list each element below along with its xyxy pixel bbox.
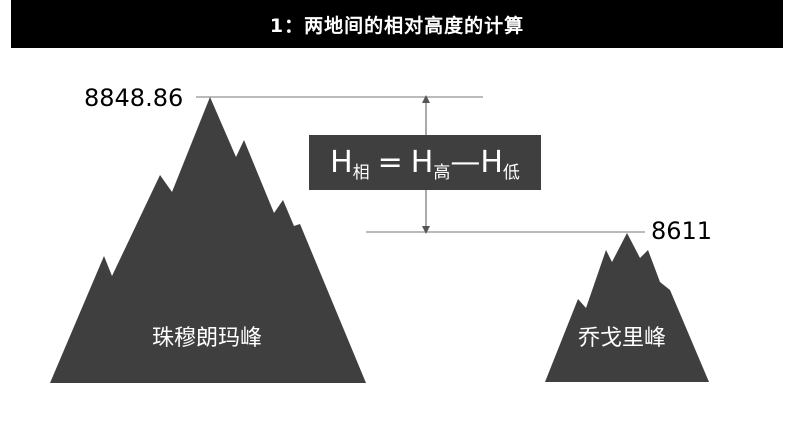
formula-equals-sign: = — [377, 145, 403, 180]
slide-title: 1：两地间的相对高度的计算 — [269, 14, 525, 37]
everest-mountain — [50, 97, 366, 383]
k2-mountain — [545, 233, 709, 382]
everest-name-label: 珠穆朗玛峰 — [152, 326, 262, 351]
formula-subscript-high: 高 — [433, 163, 451, 183]
formula-h-symbol: H — [480, 145, 503, 180]
relative-height-formula: H 相 = H 高 — H 低 — [309, 135, 541, 190]
formula-h-symbol: H — [330, 145, 353, 180]
k2-name-label: 乔戈里峰 — [578, 326, 666, 351]
formula-subscript-low: 低 — [502, 163, 520, 183]
formula-subscript-relative: 相 — [352, 163, 370, 183]
formula-h-symbol: H — [410, 145, 434, 180]
everest-height-label: 8848.86 — [84, 84, 183, 112]
formula-minus-sign: — — [450, 145, 481, 180]
k2-height-label: 8611 — [651, 217, 712, 245]
title-bar: 1：两地间的相对高度的计算 — [11, 0, 783, 48]
